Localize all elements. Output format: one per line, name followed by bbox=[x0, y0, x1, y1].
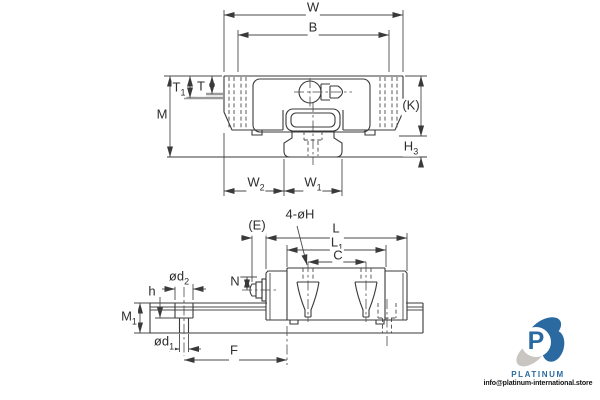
dim-label-W2: W2 bbox=[246, 174, 266, 193]
rail-front bbox=[283, 102, 343, 165]
block-side bbox=[265, 262, 408, 325]
platinum-logo: P PLATINUM info@platinum-international.s… bbox=[462, 311, 600, 387]
dim-label-F: F bbox=[229, 343, 239, 361]
dim-label-W: W bbox=[305, 0, 321, 18]
front-view bbox=[164, 10, 427, 196]
dim-label-4phiH: 4-øH bbox=[284, 207, 316, 225]
dim-label-phiD2: ød2 bbox=[167, 268, 191, 287]
dim-label-h: h bbox=[147, 284, 157, 302]
dim-label-W1: W1 bbox=[303, 174, 323, 193]
logo-email: info@platinum-international.store bbox=[483, 380, 593, 387]
dim-label-T1: T1 bbox=[171, 79, 187, 98]
logo-core: P bbox=[521, 327, 551, 357]
dim-label-E: (E) bbox=[247, 218, 267, 236]
dim-label-M: M bbox=[155, 107, 169, 125]
rail-side bbox=[149, 287, 424, 365]
dim-label-C: C bbox=[332, 248, 344, 266]
dim-label-B: B bbox=[307, 20, 319, 38]
grease-nipple-front bbox=[294, 78, 352, 107]
front-view-block bbox=[223, 75, 404, 136]
dim-label-L1: L1 bbox=[329, 234, 345, 253]
logo-monogram: P bbox=[527, 326, 545, 355]
side-view bbox=[134, 225, 424, 365]
dim-label-N: N bbox=[229, 274, 241, 292]
logo-brand-name: PLATINUM bbox=[511, 370, 565, 379]
dim-label-H3: H3 bbox=[402, 138, 420, 157]
dim-label-phiD1: ød1 bbox=[152, 333, 176, 352]
dim-label-K: (K) bbox=[401, 98, 421, 116]
grease-nipple-side bbox=[242, 278, 276, 302]
dim-label-M1: M1 bbox=[120, 308, 138, 327]
front-view-dimensions bbox=[164, 10, 427, 196]
dim-label-T: T bbox=[196, 79, 206, 97]
dim-label-L: L bbox=[331, 221, 341, 239]
platinum-logo-mark: P bbox=[511, 311, 568, 372]
